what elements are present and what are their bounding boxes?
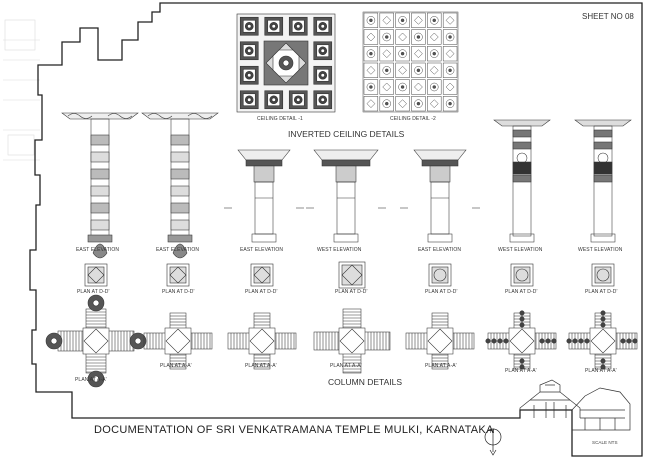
elevation-label: EAST ELEVATION [156, 247, 200, 253]
plan-dd-label: PLAN AT D-D' [245, 289, 278, 295]
ceiling-detail-1 [236, 13, 336, 113]
plan-dd-6 [510, 263, 534, 287]
plan-dd-label: PLAN AT D-D' [585, 289, 618, 295]
plan-dd-4 [338, 261, 366, 289]
column-elevation-4 [306, 149, 386, 243]
plan-dd-7 [591, 263, 615, 287]
plan-aa-7 [566, 310, 638, 370]
plan-aa-label: PLAN AT A-A' [585, 368, 617, 374]
plan-dd-label: PLAN AT D-D' [425, 289, 458, 295]
plan-aa-5 [405, 312, 475, 370]
plan-aa-label: PLAN AT A-A' [160, 363, 192, 369]
ceiling-detail-2 [362, 11, 459, 113]
sheet-title: DOCUMENTATION OF SRI VENKATRAMANA TEMPLE… [94, 424, 494, 436]
plan-aa-label: PLAN AT A-A' [505, 368, 537, 374]
plan-dd-1 [84, 263, 108, 287]
elevation-label: WEST ELEVATION [317, 247, 362, 253]
sheet-number: SHEET NO 08 [582, 12, 634, 21]
plan-aa-label: PLAN AT A-A' [75, 377, 107, 383]
plan-dd-label: PLAN AT D-D' [77, 289, 110, 295]
faded-background-drawing [3, 19, 40, 161]
elevation-label: WEST ELEVATION [578, 247, 623, 253]
plan-dd-label: PLAN AT D-D' [335, 289, 368, 295]
north-arrow-icon [484, 428, 502, 456]
elevation-label: EAST ELEVATION [76, 247, 120, 253]
north-label: N [490, 429, 495, 435]
plan-dd-2 [166, 263, 190, 287]
column-elevation-5 [400, 149, 480, 243]
sheet-border [29, 2, 643, 457]
elevation-label: EAST ELEVATION [418, 247, 462, 253]
plan-aa-6 [485, 310, 557, 370]
plan-dd-3 [250, 263, 274, 287]
ceiling-label-1: CEILING DETAIL -1 [257, 116, 303, 122]
column-elevation-7 [574, 119, 632, 243]
plan-aa-label: PLAN AT A-A' [330, 363, 362, 369]
section-title-columns: COLUMN DETAILS [328, 377, 402, 387]
plan-aa-1 [45, 294, 147, 388]
plan-dd-label: PLAN AT D-D' [505, 289, 538, 295]
plan-aa-label: PLAN AT A-A' [245, 363, 277, 369]
column-elevation-3 [224, 149, 304, 243]
scale-note: SCALE NTS [592, 440, 618, 445]
plan-aa-label: PLAN AT A-A' [425, 363, 457, 369]
column-elevation-2 [141, 112, 219, 259]
elevation-label: WEST ELEVATION [498, 247, 543, 253]
column-elevation-1 [61, 112, 139, 259]
plan-aa-2 [143, 312, 213, 370]
temple-elevation-keyplan [519, 379, 631, 431]
plan-dd-label: PLAN AT D-D' [162, 289, 195, 295]
elevation-label: EAST ELEVATION [240, 247, 284, 253]
plan-aa-4 [313, 308, 391, 374]
ceiling-label-2: CEILING DETAIL -2 [390, 116, 436, 122]
plan-aa-3 [227, 312, 297, 370]
section-title-ceiling: INVERTED CEILING DETAILS [288, 129, 405, 139]
column-elevation-6 [493, 119, 551, 243]
plan-dd-5 [428, 263, 452, 287]
